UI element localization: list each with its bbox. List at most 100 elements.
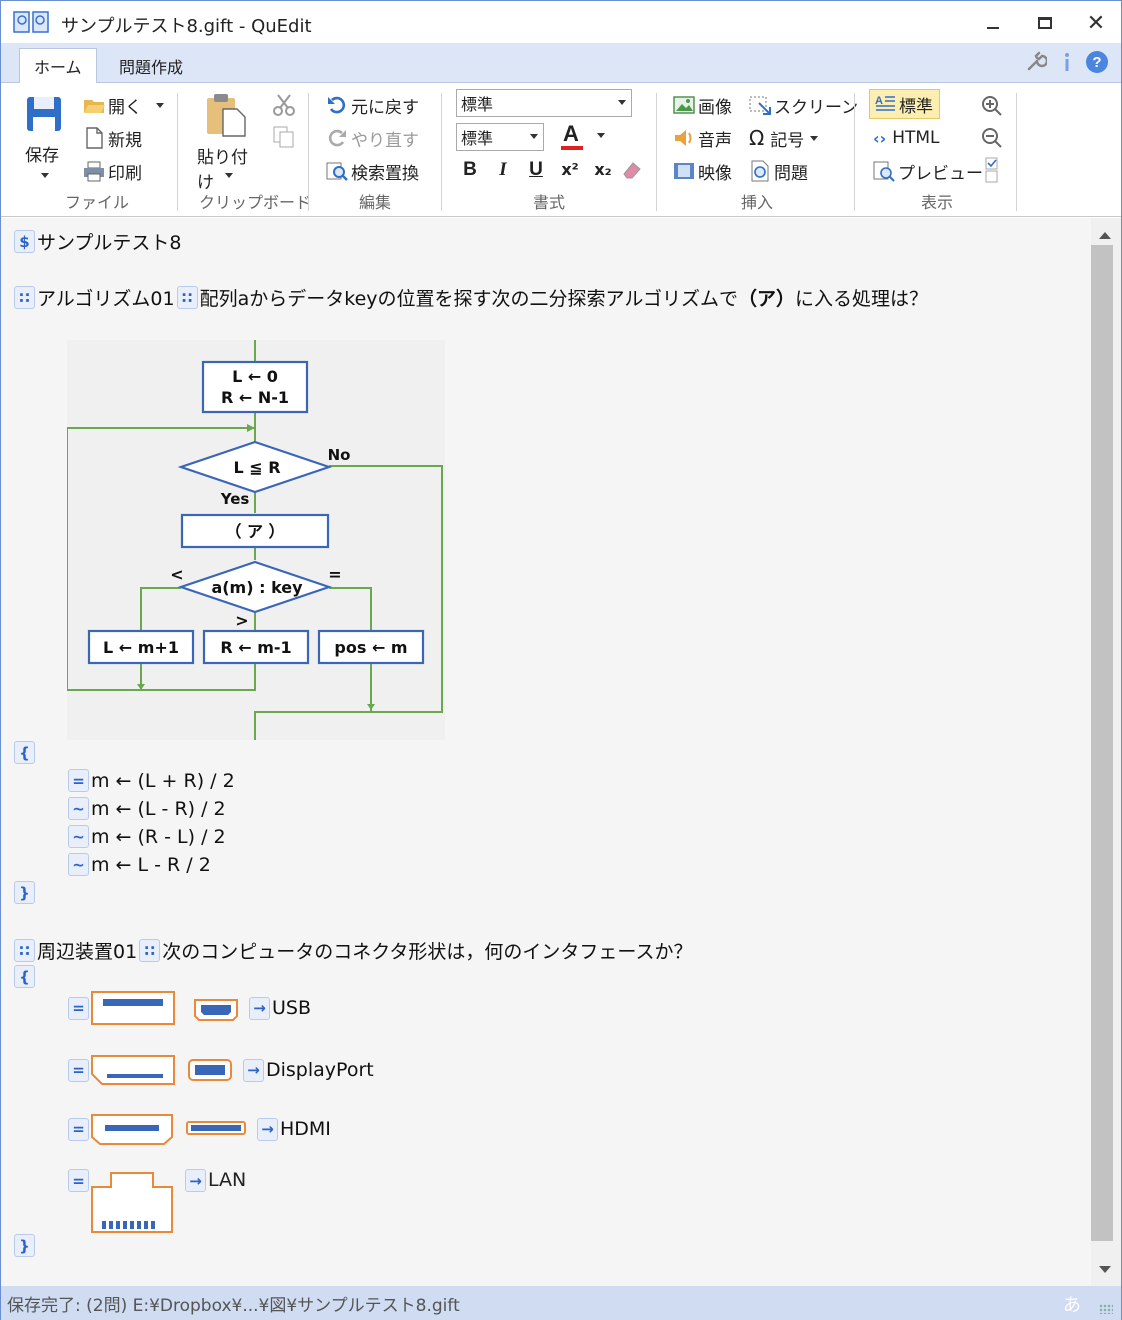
view-html-button[interactable]: ‹› HTML: [873, 124, 940, 152]
group-label-format: 書式: [533, 193, 566, 212]
flow-compare-diamond: [177, 560, 333, 614]
ribbon: 保存 開く 新規 印刷 ファイル 貼り付け: [1, 83, 1121, 217]
match-item[interactable]: = → LAN: [68, 1169, 246, 1233]
group-label-file: ファイル: [65, 193, 130, 212]
wrench-icon[interactable]: [1025, 51, 1047, 73]
new-button[interactable]: 新規: [83, 124, 142, 152]
resize-grip-icon[interactable]: [1099, 1304, 1113, 1314]
close-button[interactable]: ✕: [1076, 7, 1116, 39]
insert-image-label: 画像: [698, 97, 732, 118]
chevron-down-icon: [41, 173, 49, 178]
copy-icon[interactable]: [272, 125, 296, 149]
undo-button[interactable]: 元に戻す: [326, 91, 419, 119]
zoom-in-icon[interactable]: [981, 95, 1003, 117]
match-label: DisplayPort: [266, 1059, 374, 1081]
answer-text: m ← (L + R) / 2: [91, 769, 235, 792]
color-swatch: [561, 146, 583, 150]
arrow-right-icon: →: [257, 1117, 278, 1141]
answer-item[interactable]: ~ m ← (L - R) / 2: [68, 797, 226, 820]
standard-view-icon: A: [875, 95, 895, 111]
scrollbar-thumb[interactable]: [1091, 245, 1113, 1241]
flow-branch-1: [87, 629, 195, 665]
insert-audio-button[interactable]: 音声: [673, 124, 732, 152]
question-name-marker-icon: ∷: [14, 939, 35, 962]
redo-button[interactable]: やり直す: [326, 124, 419, 152]
screenshot-icon: [749, 96, 771, 115]
answer-item[interactable]: ~ m ← (R - L) / 2: [68, 825, 226, 848]
maximize-button[interactable]: [1025, 7, 1065, 39]
svg-text:A: A: [875, 95, 883, 107]
answer-item[interactable]: = m ← (L + R) / 2: [68, 769, 235, 792]
zoom-out-icon[interactable]: [981, 127, 1003, 149]
info-icon[interactable]: [1059, 51, 1075, 73]
flow-branch-1-text: L ← m+1: [103, 638, 179, 657]
eraser-icon[interactable]: [621, 159, 643, 181]
open-label: 開く: [108, 97, 142, 118]
answer-item[interactable]: ~ m ← L - R / 2: [68, 853, 211, 876]
paste-clipboard-icon: [207, 94, 246, 137]
font-style-select[interactable]: 標準: [456, 123, 544, 151]
insert-question-button[interactable]: 問題: [749, 157, 808, 185]
view-standard-label: 標準: [899, 96, 933, 117]
subscript-button[interactable]: x₂: [594, 160, 612, 179]
insert-screen-button[interactable]: スクリーン: [749, 91, 858, 119]
view-preview-button[interactable]: プレビュー: [873, 157, 983, 185]
wrong-marker-icon: ~: [68, 853, 89, 876]
paragraph-style-select[interactable]: 標準: [456, 89, 632, 117]
find-replace-button[interactable]: 検索置換: [326, 157, 419, 185]
group-label-edit: 編集: [359, 193, 392, 212]
flow-cond-text: L ≦ R: [233, 458, 280, 477]
match-item[interactable]: = → HDMI: [68, 1112, 331, 1146]
open-button[interactable]: 開く: [83, 91, 164, 119]
undo-arrow-icon: [328, 96, 346, 114]
chevron-down-icon: [225, 173, 233, 178]
answer-text: m ← (R - L) / 2: [91, 825, 226, 848]
minimize-button[interactable]: [973, 7, 1013, 39]
insert-image-button[interactable]: 画像: [673, 91, 732, 119]
hdmi-connector-icon: [91, 1114, 246, 1145]
font-color-button[interactable]: A: [557, 121, 607, 153]
tab-home[interactable]: ホーム: [19, 48, 97, 84]
insert-video-button[interactable]: 映像: [673, 157, 732, 185]
flow-branch-2: [202, 629, 310, 665]
undo-label: 元に戻す: [351, 97, 419, 118]
status-bar: 保存完了: (2問) E:¥Dropbox¥...¥図¥サンプルテスト8.gif…: [1, 1286, 1121, 1320]
checkbox-toggle-icon[interactable]: [984, 157, 1000, 183]
bold-button[interactable]: B: [463, 159, 477, 180]
insert-symbol-button[interactable]: Ω 記号: [749, 124, 819, 152]
maximize-icon: [1038, 17, 1052, 29]
tab-question-create[interactable]: 問題作成: [119, 58, 184, 77]
arrow-right-icon: →: [185, 1169, 206, 1192]
view-standard-button[interactable]: A 標準: [869, 89, 940, 119]
flow-condition-diamond: [177, 440, 333, 494]
help-icon[interactable]: ?: [1085, 50, 1109, 74]
flow-no-label: No: [328, 446, 351, 464]
save-button[interactable]: 保存: [23, 95, 65, 185]
brace-close-marker: }: [14, 881, 35, 904]
app-logo-icon: [13, 11, 49, 33]
print-label: 印刷: [108, 163, 142, 184]
group-label-insert: 挿入: [741, 193, 774, 212]
superscript-button[interactable]: x²: [561, 160, 579, 179]
scroll-up-icon[interactable]: [1099, 232, 1111, 239]
underline-button[interactable]: U: [529, 159, 543, 180]
minimize-icon: [987, 27, 999, 29]
divider: [854, 93, 855, 211]
match-item[interactable]: = → DisplayPort: [68, 1052, 374, 1088]
chevron-down-icon: [597, 133, 605, 138]
cut-scissors-icon[interactable]: [272, 93, 296, 117]
code-brackets-icon: ‹›: [873, 128, 887, 148]
match-item[interactable]: = → USB: [68, 990, 311, 1026]
flow-branch-2-text: R ← m-1: [220, 638, 291, 657]
question-2-text: 次のコンピュータのコネクタ形状は，何のインタフェースか？: [162, 941, 693, 963]
paste-button[interactable]: 貼り付け: [195, 93, 261, 193]
print-button[interactable]: 印刷: [83, 157, 142, 185]
editor-area[interactable]: $ サンプルテスト8 ∷ アルゴリズム01 ∷ 配列aからデータkeyの位置を探…: [1, 218, 1091, 1286]
italic-button[interactable]: I: [499, 159, 507, 180]
divider: [656, 93, 657, 211]
folder-icon: [84, 100, 105, 113]
scroll-down-icon[interactable]: [1099, 1266, 1111, 1273]
flow-gt-label: >: [235, 611, 248, 630]
svg-text:?: ?: [1092, 54, 1101, 71]
